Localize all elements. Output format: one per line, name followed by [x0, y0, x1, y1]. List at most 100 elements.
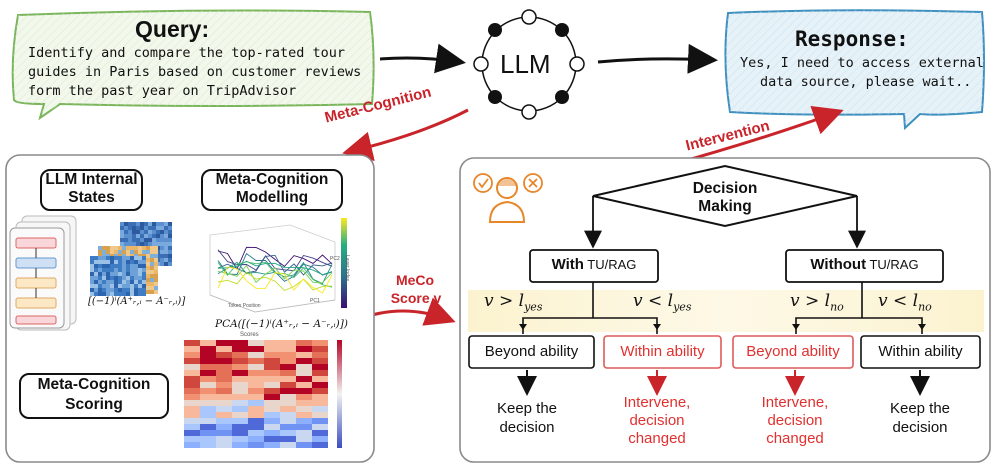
heatmap-cell: [280, 382, 296, 388]
heatmap-cell: [312, 424, 328, 430]
response-bubble: [724, 9, 985, 131]
condition-2: v < lyes: [633, 291, 691, 313]
internal-states-box: [40, 169, 143, 211]
outcome-1-line-2: decision: [499, 419, 555, 436]
state-grid-cell: [156, 226, 160, 230]
heatmap-cell: [264, 436, 280, 442]
outcome-3-line-1: Intervene,: [761, 394, 829, 411]
state-grid-cell: [164, 234, 168, 238]
heatmap-cell: [200, 376, 216, 382]
state-grid-cell: [114, 280, 118, 284]
state-grid-cell: [152, 234, 156, 238]
state-grid-cell: [122, 264, 126, 268]
heatmap-cell: [296, 400, 312, 406]
state-grid-cell: [126, 284, 130, 288]
state-grid-cell: [122, 276, 126, 280]
heatmap-cell: [216, 436, 232, 442]
heatmap-cell: [184, 370, 200, 376]
outcome-4-line-2: decision: [892, 419, 948, 436]
state-grid-cell: [110, 246, 114, 250]
state-grid-cell: [142, 268, 146, 272]
state-grid-cell: [102, 264, 106, 268]
state-grid-cell: [146, 262, 150, 266]
state-grid-cell: [150, 258, 154, 262]
state-grid-cell: [102, 288, 106, 292]
heatmap-cell: [232, 376, 248, 382]
heatmap-cell: [184, 364, 200, 370]
heatmap-cell: [184, 376, 200, 382]
heatmap-cell: [296, 370, 312, 376]
heatmap-cell: [184, 442, 200, 448]
state-grid-cell: [142, 292, 146, 296]
heatmap-cell: [248, 340, 264, 346]
state-grid-cell: [130, 250, 134, 254]
scoring-label-2: Scoring: [65, 396, 123, 413]
heatmap-cell: [296, 418, 312, 424]
state-grid-cell: [138, 276, 142, 280]
state-grid-cell: [90, 276, 94, 280]
meco-label-2: Score v: [390, 290, 442, 306]
scoring-heatmap: [184, 340, 342, 448]
heatmap-cell: [264, 340, 280, 346]
heatmap-cell: [200, 364, 216, 370]
heatmap-cell: [264, 346, 280, 352]
heatmap-cell: [216, 376, 232, 382]
state-grid-cell: [168, 258, 172, 262]
state-grid-cell: [146, 282, 150, 286]
pca-trajectory-line: [217, 266, 333, 294]
heatmap-cell: [312, 364, 328, 370]
heatmap-cell: [280, 358, 296, 364]
heatmap-cell: [200, 430, 216, 436]
modelling-label-2: Modelling: [235, 189, 309, 206]
state-grid-cell: [154, 286, 158, 290]
pca-plot: [209, 218, 347, 313]
heatmap-cell: [248, 406, 264, 412]
state-grid-cell: [106, 292, 110, 296]
state-grid-cell: [160, 242, 164, 246]
pca-trajectory-line: [217, 271, 333, 292]
state-grid-cell: [160, 234, 164, 238]
state-grid-cell: [130, 260, 134, 264]
pca-x-axis-label: Token Position: [228, 303, 261, 309]
heatmap-cell: [280, 424, 296, 430]
state-grid-cell: [98, 280, 102, 284]
state-grid-cell: [90, 268, 94, 272]
state-grid-cell: [150, 246, 154, 250]
state-grid-cell: [122, 250, 126, 254]
leaf-beyond-2-label: Beyond ability: [746, 343, 840, 360]
heatmap-cell: [280, 340, 296, 346]
heatmap-cell: [296, 382, 312, 388]
state-grid-cell: [150, 278, 154, 282]
state-grid-cell: [164, 246, 168, 250]
heatmap-cell: [296, 412, 312, 418]
state-grid-cell: [98, 250, 102, 254]
state-grid-cell: [150, 274, 154, 278]
heatmap-cell: [264, 382, 280, 388]
heatmap-cell: [296, 346, 312, 352]
state-grid-cell: [132, 242, 136, 246]
query-line-3: form the past year on TripAdvisor: [28, 83, 297, 99]
heatmap-cell: [216, 418, 232, 424]
query-line-1: Identify and compare the top-rated tour: [28, 45, 345, 61]
heatmap-cell: [280, 346, 296, 352]
state-grid-cell: [118, 246, 122, 250]
state-grid-cell: [168, 246, 172, 250]
state-grid-cell: [164, 250, 168, 254]
state-grid-cell: [156, 238, 160, 242]
heatmap-cell: [232, 394, 248, 400]
state-grid-cell: [126, 250, 130, 254]
state-grid-cell: [120, 234, 124, 238]
state-grid-cell: [150, 250, 154, 254]
state-grid-cell: [118, 292, 122, 296]
heatmap-cell: [200, 436, 216, 442]
state-grid-cell: [110, 276, 114, 280]
state-grid-cell: [160, 262, 164, 266]
state-grid-cell: [154, 270, 158, 274]
state-grid-cell: [146, 274, 150, 278]
pca-z-axis-label: PC2: [330, 256, 340, 262]
state-grid-cell: [134, 256, 138, 260]
pca-trajectory-line: [217, 260, 333, 276]
heatmap-cell: [184, 412, 200, 418]
state-grid-cell: [130, 280, 134, 284]
state-grid-cell: [110, 250, 114, 254]
